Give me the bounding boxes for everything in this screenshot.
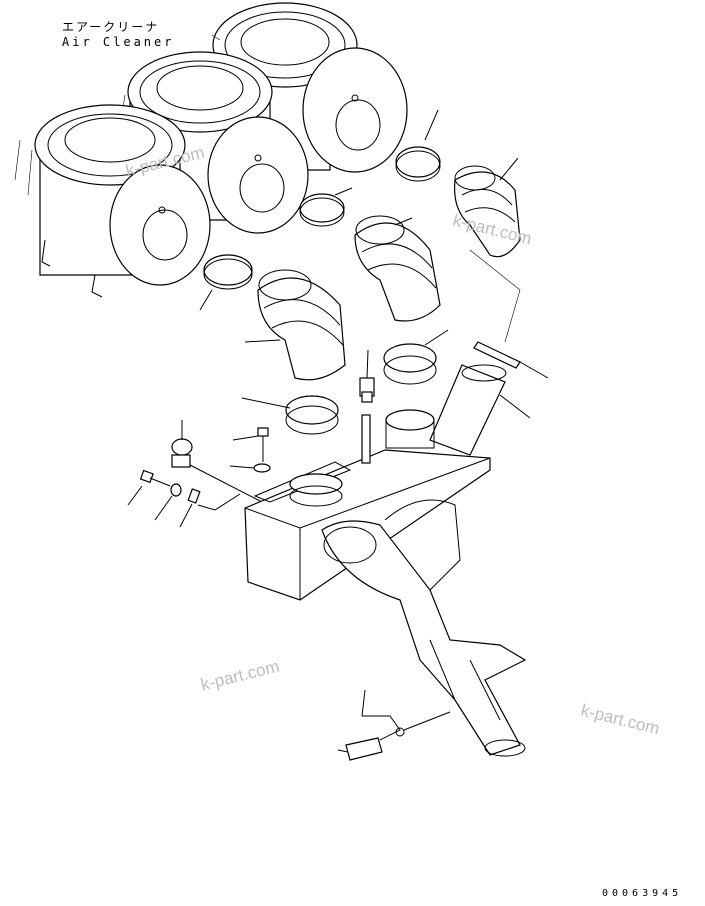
clamp-band-upper-left <box>199 254 253 311</box>
washer-lower <box>154 483 182 521</box>
elbow-hose-middle <box>354 215 441 322</box>
document-number: 00063945 <box>602 888 683 899</box>
bolt-lower <box>127 469 171 506</box>
part-name-english: Air Cleaner <box>62 35 175 49</box>
clip-lower <box>179 488 241 528</box>
part-name-japanese: エアークリーナ <box>62 20 160 34</box>
bolt-upper <box>232 427 269 462</box>
connector-left <box>171 420 263 503</box>
washer-upper <box>229 463 271 473</box>
clamp-band-lower-left <box>241 395 339 435</box>
intake-sensor <box>337 689 451 761</box>
restriction-indicator <box>359 349 375 403</box>
clamp-band-lower-right <box>383 329 449 385</box>
elbow-hose-left <box>244 269 346 381</box>
clamp-band-upper-middle <box>299 187 353 227</box>
clamp-band-upper-right <box>395 109 441 182</box>
y-pipe-outlet <box>321 499 527 757</box>
stud-pipe <box>473 341 549 379</box>
duct-inlet-pipe <box>429 364 531 456</box>
elbow-hose-right <box>453 157 521 258</box>
air-cleaner-front <box>14 104 211 298</box>
